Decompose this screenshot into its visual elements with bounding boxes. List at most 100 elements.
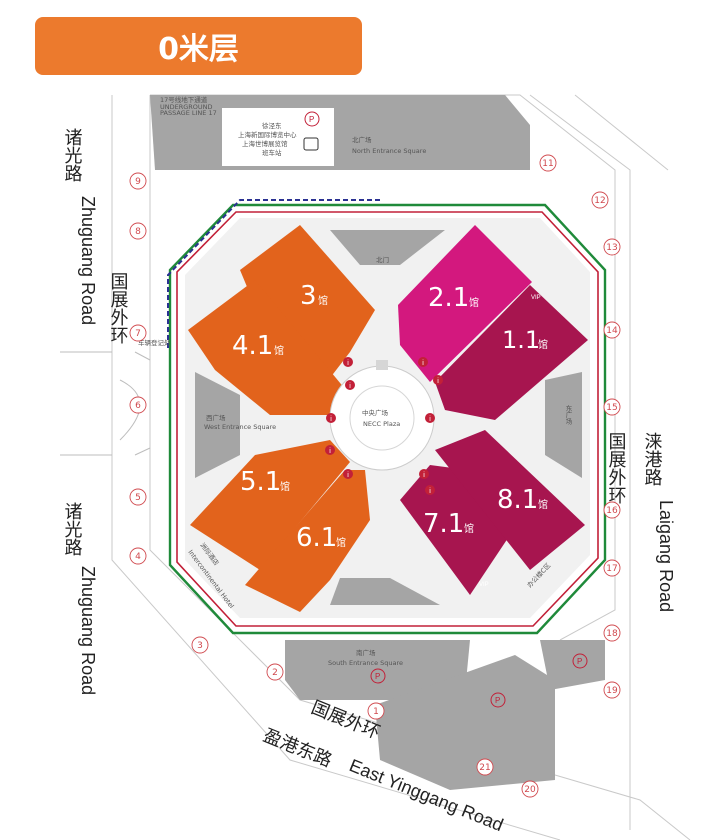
svg-text:馆: 馆: [538, 498, 548, 511]
metro-passage-en1: UNDERGROUND: [160, 103, 213, 111]
svg-text:i: i: [429, 416, 431, 423]
parking-icon-southeast: P: [572, 653, 588, 669]
svg-text:2.1: 2.1: [428, 283, 469, 313]
east-road-cn: 涞港路: [642, 432, 663, 486]
gate-18: 18: [603, 624, 621, 642]
svg-text:8: 8: [135, 227, 141, 237]
svg-text:馆: 馆: [336, 536, 346, 549]
gate-7: 7: [129, 324, 147, 342]
bus-icon: [303, 137, 319, 151]
svg-text:19: 19: [606, 686, 618, 696]
svg-text:7.1: 7.1: [423, 509, 464, 539]
svg-text:6.1: 6.1: [296, 523, 337, 553]
ring-road-east-label: 国展外环: [606, 432, 627, 504]
bus-station-l3: 上海世博展览馆: [242, 139, 288, 148]
north-square-cn: 北广场: [352, 135, 372, 144]
east-square-cn: 东广场: [564, 404, 572, 426]
svg-text:12: 12: [594, 196, 605, 206]
info-icon: i: [325, 445, 335, 455]
svg-text:7: 7: [135, 329, 141, 339]
svg-text:14: 14: [606, 326, 618, 336]
svg-text:1: 1: [373, 707, 379, 717]
parking-icon-north: P: [304, 111, 320, 127]
svg-text:16: 16: [606, 506, 618, 516]
parking-icon-south: P: [370, 668, 386, 684]
gate-1: 1: [367, 702, 385, 720]
info-icon: i: [343, 469, 353, 479]
gate-17: 17: [603, 559, 621, 577]
svg-text:i: i: [349, 383, 351, 390]
central-plaza-en: NECC Plaza: [363, 420, 400, 428]
west-road-en-lower: Zhuguang Road: [78, 566, 98, 695]
svg-text:11: 11: [542, 159, 553, 169]
svg-text:i: i: [330, 416, 332, 423]
info-icon: i: [345, 380, 355, 390]
gate-11: 11: [539, 154, 557, 172]
central-plaza-cn: 中央广场: [362, 408, 389, 417]
svg-text:馆: 馆: [274, 344, 284, 357]
west-road-cn-lower: 诸光路: [62, 502, 83, 556]
svg-text:2: 2: [272, 668, 278, 678]
south-wedge: [330, 578, 440, 605]
south-square-en: South Entrance Square: [328, 659, 403, 667]
gate-6: 6: [129, 396, 147, 414]
metro-passage-cn: 17号线地下通道: [160, 95, 208, 104]
gate-15: 15: [603, 398, 621, 416]
hall-6-1-label: 6.1馆: [296, 523, 346, 553]
svg-text:馆: 馆: [464, 522, 474, 535]
southeast-parking: [540, 640, 605, 690]
north-wedge: [330, 230, 445, 265]
gate-21: 21: [476, 758, 494, 776]
south-road-cn: 盈港东路: [260, 725, 335, 771]
west-road-cn-upper: 诸光路: [62, 128, 83, 182]
svg-text:5: 5: [135, 493, 141, 503]
svg-text:馆: 馆: [469, 296, 479, 309]
hall-6-1: [245, 470, 370, 612]
svg-text:13: 13: [606, 243, 617, 253]
east-wedge: [545, 372, 582, 478]
gate-9: 9: [129, 172, 147, 190]
svg-text:馆: 馆: [280, 480, 290, 493]
gate-3: 3: [191, 636, 209, 654]
svg-text:馆: 馆: [538, 338, 548, 351]
ring-road-west-label: 国展外环: [108, 272, 129, 344]
red-route: [176, 211, 599, 627]
svg-text:15: 15: [606, 403, 617, 413]
south-parking-area: [375, 655, 555, 790]
hall-4-1: [188, 280, 350, 415]
svg-text:4.1: 4.1: [232, 331, 273, 361]
west-road-en-upper: Zhuguang Road: [78, 196, 98, 325]
svg-text:P: P: [495, 696, 500, 705]
bus-station-box: [222, 108, 334, 166]
info-icon: i: [425, 485, 435, 495]
svg-text:P: P: [309, 115, 314, 124]
svg-text:5.1: 5.1: [240, 467, 281, 497]
hall-1-1: [435, 285, 588, 420]
west-square-cn: 西广场: [206, 413, 226, 422]
gate-19: 19: [603, 681, 621, 699]
south-square: [285, 640, 470, 700]
level-title: 0米层: [35, 17, 362, 75]
gate-12: 12: [591, 191, 609, 209]
bus-station-l2: 上海新国际博览中心: [238, 130, 297, 139]
svg-text:4: 4: [135, 552, 141, 562]
svg-text:i: i: [437, 378, 439, 385]
svg-text:i: i: [347, 472, 349, 479]
west-wedge: [195, 372, 240, 478]
hall-5-1: [190, 440, 350, 570]
east-road-en: Laigang Road: [656, 500, 676, 612]
svg-text:6: 6: [135, 401, 141, 411]
parking-icon-south-lot: P: [490, 692, 506, 708]
svg-text:馆: 馆: [318, 294, 328, 307]
info-icon: i: [418, 357, 428, 367]
navy-route: [167, 199, 380, 350]
bus-station-l4: 班车站: [262, 148, 282, 157]
road-west-stub: [60, 351, 151, 456]
gate-4: 4: [129, 547, 147, 565]
info-icon: i: [419, 469, 429, 479]
svg-text:1.1: 1.1: [502, 326, 540, 354]
